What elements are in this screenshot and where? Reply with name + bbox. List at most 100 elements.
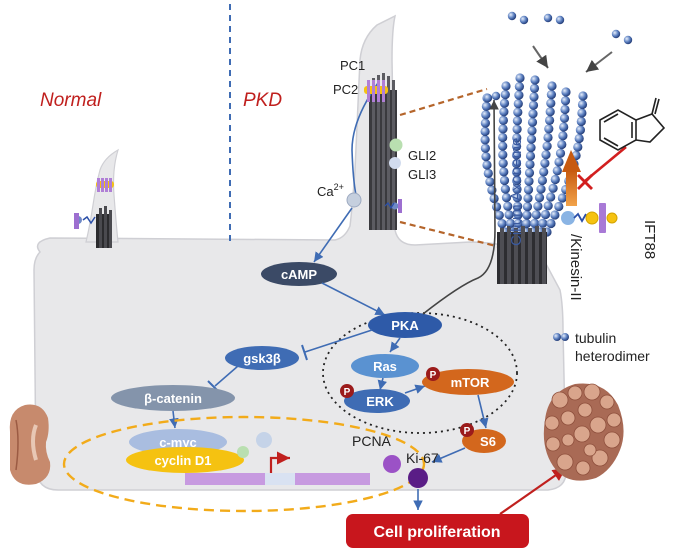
pkd-kidney-cyst: [560, 410, 576, 426]
cilium-axoneme-label: Cilium Axoneme: [508, 138, 525, 246]
cofactor-blue: [256, 432, 272, 448]
normal-ift-complex: [74, 213, 96, 229]
beta-catenin-node: [111, 385, 235, 411]
beta-catenin-label: β-catenin: [144, 391, 202, 406]
tubulin-bead: [530, 75, 540, 85]
tubulin-bead: [575, 125, 586, 135]
tubulin-bead: [513, 107, 523, 117]
tubulin-bead: [555, 148, 566, 158]
transport-arrow-head: [562, 150, 581, 172]
erk-phospho-label: P: [344, 387, 351, 398]
calcium-text: Ca: [317, 184, 334, 199]
calcium-label: Ca2+: [317, 182, 344, 199]
pkd-kidney-cyst: [544, 415, 560, 431]
tubulin-bead: [499, 175, 510, 186]
cyclin-d1-label: cyclin D1: [154, 453, 211, 468]
tubulin-bead: [481, 101, 491, 111]
tubulin-bead: [557, 139, 567, 150]
tubulin-bead: [561, 87, 571, 97]
mtor-label: mTOR: [451, 375, 490, 390]
tubulin-bead: [514, 82, 525, 92]
tubulin-bead: [480, 118, 490, 128]
tubulin-bead: [480, 126, 490, 137]
tubulin-bead: [515, 73, 525, 83]
pkd-kidney-cyst: [567, 385, 583, 401]
erk-label: ERK: [366, 394, 394, 409]
pkd-label: PKD: [243, 90, 282, 111]
cofactor-green: [237, 446, 249, 458]
ift88-kinesin-motor: [561, 203, 618, 233]
tubulin-bead: [527, 117, 538, 127]
tubulin-bead: [537, 175, 548, 186]
normal-cilium-axoneme: [96, 206, 112, 248]
tubulin-bead: [559, 122, 569, 132]
free-tubulin-bead: [543, 13, 553, 23]
normal-label: Normal: [40, 90, 102, 111]
calcium-superscript: 2+: [334, 182, 344, 192]
tubulin-legend-line2: heterodimer: [575, 348, 650, 364]
dna-bar-right: [295, 473, 370, 485]
tubulin-bead: [560, 96, 571, 106]
tubulin-bead: [512, 133, 522, 143]
pcna-label: PCNA: [352, 433, 392, 449]
tubulin-bead: [523, 193, 533, 203]
tubulin-bead: [512, 176, 522, 186]
transcription-start-arrow: [269, 451, 290, 473]
tubulin-bead: [573, 142, 583, 152]
zoom-basal-body: [497, 226, 547, 284]
tubulin-bead: [511, 150, 522, 160]
tubulin-bead: [545, 115, 555, 125]
gli3-marker: [389, 157, 401, 169]
tubulin-bead: [576, 116, 586, 127]
tubulin-bead: [498, 150, 508, 160]
tubulin-bead: [543, 132, 553, 143]
tubulin-bead: [529, 92, 539, 102]
pkd-kidney-cyst: [545, 436, 561, 452]
tubulin-bead: [542, 141, 552, 151]
tubulin-bead: [543, 201, 553, 211]
tubulin-bead: [482, 160, 492, 170]
erk-phospho-marker: [340, 384, 354, 398]
pkd-ift-complex: [384, 199, 402, 213]
normal-pc1-pc2: [96, 178, 114, 192]
tubulin-bead: [541, 150, 551, 160]
tubulin-bead: [498, 132, 508, 143]
tubulin-bead: [512, 116, 523, 126]
tubulin-bead: [511, 159, 522, 169]
ki67-label: Ki-67: [406, 450, 439, 466]
gli2-marker: [389, 138, 403, 152]
tubulin-bead: [531, 210, 541, 220]
tubulin-bead: [480, 143, 490, 153]
erk-to-mtor-arrow: [404, 384, 426, 394]
s6-to-ki67-arrow: [431, 447, 466, 463]
tubulin-bead: [554, 201, 564, 212]
pkd-kidney-cyst: [561, 433, 575, 447]
mtor-node: [422, 369, 514, 395]
tubulin-bead: [529, 83, 540, 93]
calcium-ion: [346, 192, 362, 208]
tubulin-bead: [504, 210, 514, 220]
gsk3b-inhibits-catenin: [214, 365, 239, 387]
tubulin-bead: [533, 201, 543, 211]
tubulin-bead: [500, 90, 510, 100]
calcium-to-camp-arrow: [313, 207, 353, 263]
tubulin-bead: [546, 98, 556, 108]
tubulin-bead: [528, 109, 538, 119]
tubulin-bead: [550, 174, 560, 185]
tubulin-incoming-arrow-right: [585, 51, 613, 73]
pkd-kidney-cyst: [577, 402, 593, 418]
ras-to-erk-arrow: [377, 377, 387, 391]
tubulin-incoming-arrow-left: [532, 45, 549, 69]
tubulin-bead: [545, 107, 555, 117]
cilium-axoneme-zoom: [480, 11, 633, 237]
tubulin-bead: [498, 141, 508, 151]
tubulin-bead: [521, 219, 532, 229]
mtor-pathway-region: [322, 312, 518, 434]
indanone-molecule-icon: [599, 97, 666, 151]
pc-line: [351, 82, 379, 196]
tubulin-bead: [534, 193, 545, 203]
tubulin-bead: [514, 90, 524, 100]
pkd-kidney-cyst: [589, 416, 607, 434]
catenin-to-cmyc-arrow: [169, 410, 179, 429]
tubulin-bead: [559, 113, 570, 123]
